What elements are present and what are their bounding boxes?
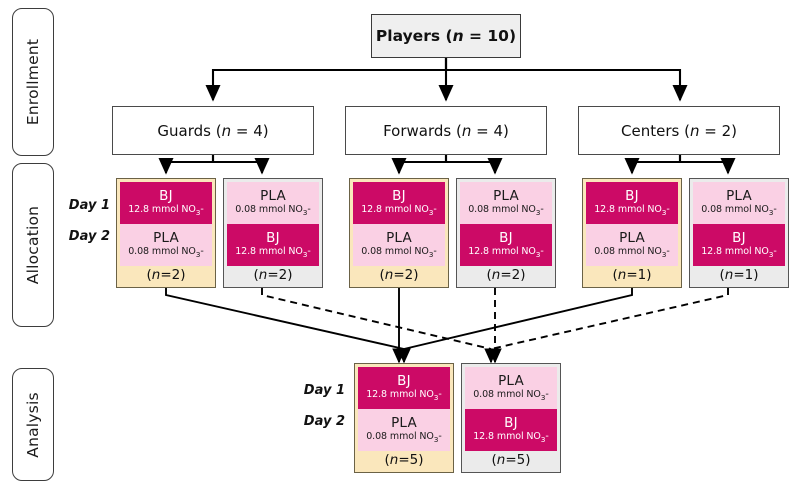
node-players-label: Players (n = 10) [375, 27, 517, 45]
dose-bj: 12.8 mmol NO3- [235, 245, 311, 259]
stage-rail-enrollment: Enrollment [12, 8, 54, 156]
seg-day2-pla: PLA 0.08 mmol NO3- [120, 224, 212, 266]
count-guards-pla-first: (n = 2) [253, 267, 293, 283]
allocation-day2-label: Day 2 [68, 229, 110, 244]
dose-bj: 12.8 mmol NO3- [468, 245, 544, 259]
wire-pla-pool-dashed [261, 288, 729, 364]
analysis-day2-label: Day 2 [303, 414, 345, 429]
card-centers-bj-first: BJ 12.8 mmol NO3- PLA 0.08 mmol NO3- (n … [582, 178, 682, 288]
stage-label-enrollment: Enrollment [24, 38, 42, 126]
card-forwards-pla-first: PLA 0.08 mmol NO3- BJ 12.8 mmol NO3- (n … [456, 178, 556, 288]
node-forwards: Forwards (n = 4) [345, 106, 547, 155]
dose-bj: 12.8 mmol NO3- [701, 245, 777, 259]
card-centers-pla-first: PLA 0.08 mmol NO3- BJ 12.8 mmol NO3- (n … [689, 178, 789, 288]
stage-rail-analysis: Analysis [12, 368, 54, 481]
dose-pla: 0.08 mmol NO3- [468, 203, 544, 217]
card-analysis-pla-first: PLA 0.08 mmol NO3- BJ 12.8 mmol NO3- (n … [461, 363, 561, 473]
node-guards: Guards (n = 4) [112, 106, 314, 155]
wire-forwards-to-arms [391, 155, 503, 175]
seg-day2-bj: BJ 12.8 mmol NO3- [465, 409, 557, 451]
dose-pla: 0.08 mmol NO3- [361, 245, 437, 259]
seg-day1-pla: PLA 0.08 mmol NO3- [465, 367, 557, 409]
seg-day2-pla: PLA 0.08 mmol NO3- [353, 224, 445, 266]
dose-pla: 0.08 mmol NO3- [473, 388, 549, 402]
seg-day1-bj: BJ 12.8 mmol NO3- [586, 182, 678, 224]
dose-bj: 12.8 mmol NO3- [128, 203, 204, 217]
node-forwards-label: Forwards (n = 4) [383, 121, 509, 140]
card-analysis-bj-first: BJ 12.8 mmol NO3- PLA 0.08 mmol NO3- (n … [354, 363, 454, 473]
dose-bj: 12.8 mmol NO3- [361, 203, 437, 217]
seg-day2-bj: BJ 12.8 mmol NO3- [460, 224, 552, 266]
seg-day1-bj: BJ 12.8 mmol NO3- [358, 367, 450, 409]
wire-bj-pool-solid [165, 288, 633, 364]
seg-day1-bj: BJ 12.8 mmol NO3- [353, 182, 445, 224]
node-players: Players (n = 10) [371, 14, 521, 58]
seg-day2-pla: PLA 0.08 mmol NO3- [586, 224, 678, 266]
card-guards-pla-first: PLA 0.08 mmol NO3- BJ 12.8 mmol NO3- (n … [223, 178, 323, 288]
node-centers-label: Centers (n = 2) [621, 121, 737, 140]
count-analysis-pla-first: (n = 5) [491, 452, 531, 468]
dose-bj: 12.8 mmol NO3- [594, 203, 670, 217]
analysis-day1-label: Day 1 [303, 383, 345, 398]
stage-label-allocation: Allocation [24, 205, 42, 285]
dose-pla: 0.08 mmol NO3- [366, 430, 442, 444]
dose-pla: 0.08 mmol NO3- [594, 245, 670, 259]
dose-pla: 0.08 mmol NO3- [701, 203, 777, 217]
count-guards-bj-first: (n = 2) [146, 267, 186, 283]
seg-day2-pla: PLA 0.08 mmol NO3- [358, 409, 450, 451]
seg-day2-bj: BJ 12.8 mmol NO3- [693, 224, 785, 266]
dose-pla: 0.08 mmol NO3- [128, 245, 204, 259]
wire-guards-to-arms [158, 155, 270, 175]
node-guards-label: Guards (n = 4) [157, 121, 269, 140]
count-centers-bj-first: (n = 1) [612, 267, 652, 283]
dose-bj: 12.8 mmol NO3- [473, 430, 549, 444]
count-centers-pla-first: (n = 1) [719, 267, 759, 283]
stage-rail-allocation: Allocation [12, 163, 54, 327]
allocation-day1-label: Day 1 [68, 198, 110, 213]
count-analysis-bj-first: (n = 5) [384, 452, 424, 468]
stage-label-analysis: Analysis [24, 391, 42, 458]
dose-pla: 0.08 mmol NO3- [235, 203, 311, 217]
seg-day1-pla: PLA 0.08 mmol NO3- [227, 182, 319, 224]
seg-day1-pla: PLA 0.08 mmol NO3- [693, 182, 785, 224]
seg-day2-bj: BJ 12.8 mmol NO3- [227, 224, 319, 266]
seg-day1-bj: BJ 12.8 mmol NO3- [120, 182, 212, 224]
wire-root-to-groups [205, 58, 688, 102]
dose-bj: 12.8 mmol NO3- [366, 388, 442, 402]
card-forwards-bj-first: BJ 12.8 mmol NO3- PLA 0.08 mmol NO3- (n … [349, 178, 449, 288]
count-forwards-bj-first: (n = 2) [379, 267, 419, 283]
count-forwards-pla-first: (n = 2) [486, 267, 526, 283]
seg-day1-pla: PLA 0.08 mmol NO3- [460, 182, 552, 224]
card-guards-bj-first: BJ 12.8 mmol NO3- PLA 0.08 mmol NO3- (n … [116, 178, 216, 288]
wire-centers-to-arms [624, 155, 736, 175]
node-centers: Centers (n = 2) [578, 106, 780, 155]
